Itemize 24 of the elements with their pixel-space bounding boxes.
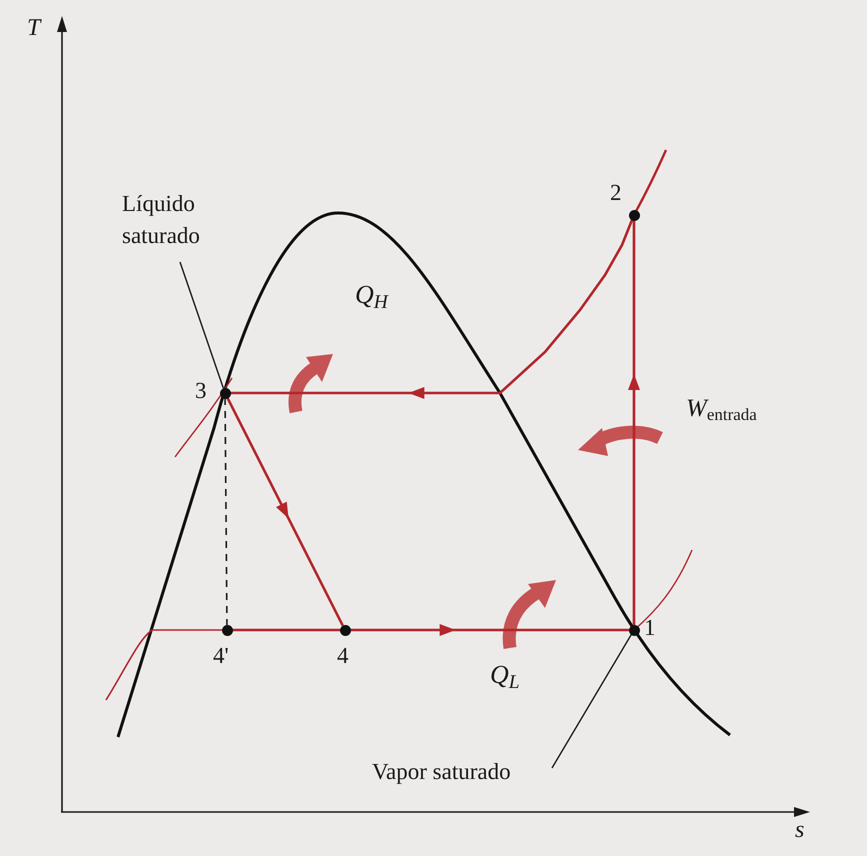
callout-text: Líquido saturado bbox=[122, 190, 201, 250]
process-arrow bbox=[226, 396, 344, 626]
heat-label: Q$_{H}$ bbox=[355, 282, 388, 308]
leader-line bbox=[179, 262, 224, 388]
state-point bbox=[222, 624, 232, 636]
axis-label: s bbox=[795, 818, 804, 842]
state-point bbox=[628, 210, 640, 220]
process-line bbox=[232, 628, 340, 632]
state-number: 1 bbox=[644, 616, 656, 639]
axis-label: T bbox=[27, 16, 40, 40]
process-arrow bbox=[350, 624, 629, 636]
callout-text: Vapor saturado bbox=[372, 758, 512, 786]
state-number: 3 bbox=[195, 379, 206, 402]
heat-label: Q$_{L}$ bbox=[490, 662, 520, 688]
state-number: 2 bbox=[610, 181, 622, 204]
state-number: 4' bbox=[213, 644, 229, 667]
process-arrow bbox=[230, 219, 634, 399]
work-label: W$_{entrada}$ bbox=[686, 396, 757, 421]
process-arrow bbox=[628, 220, 640, 625]
leader-line bbox=[551, 634, 632, 768]
state-point bbox=[340, 624, 350, 636]
state-number: 4 bbox=[337, 644, 348, 667]
process-line bbox=[224, 398, 228, 625]
state-point bbox=[220, 388, 230, 398]
